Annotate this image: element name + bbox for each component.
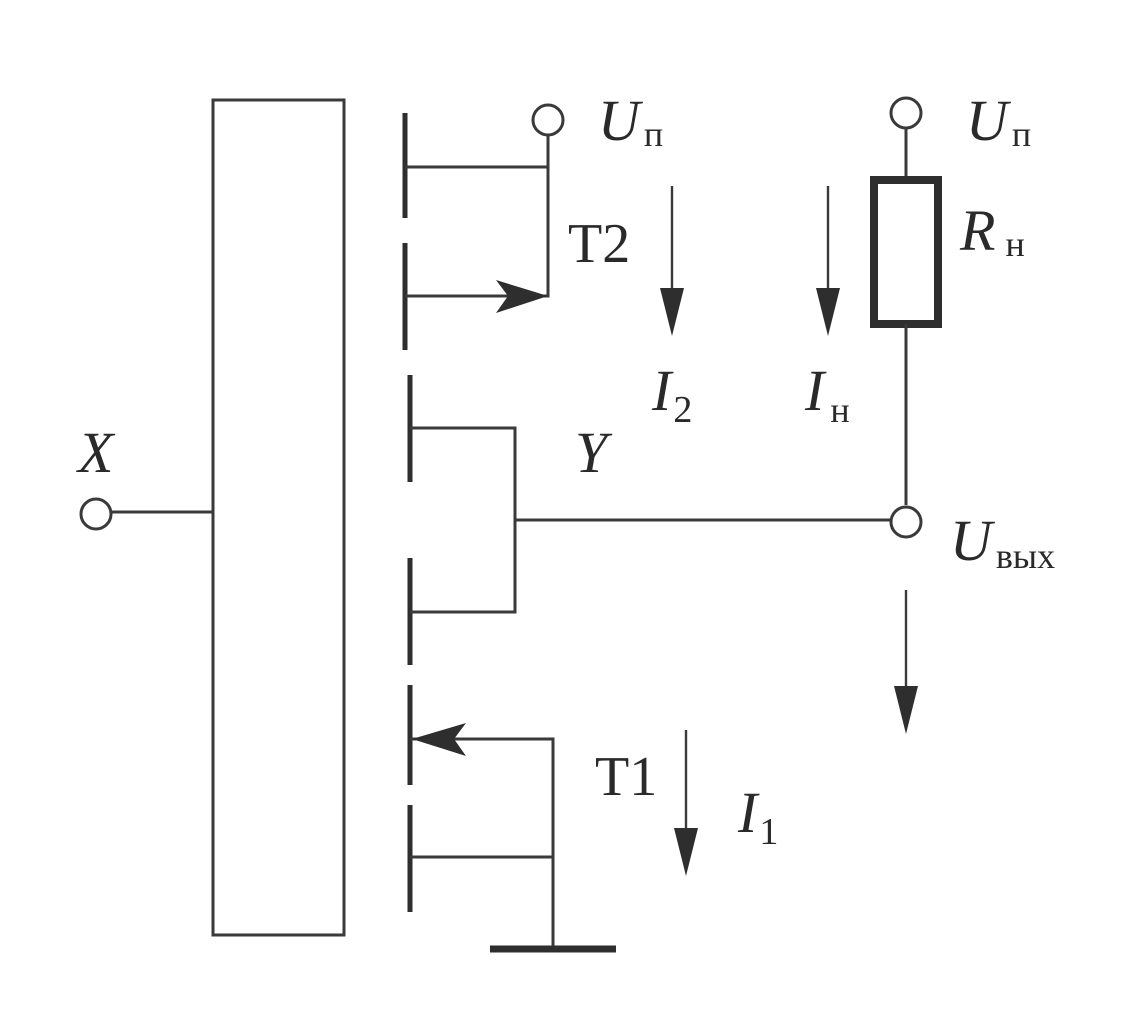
node-y-label: Y (575, 420, 613, 485)
driver-block (211, 98, 346, 937)
supply-terminal-right (889, 96, 923, 130)
output-terminal (889, 505, 923, 539)
input-terminal (79, 497, 113, 531)
current-i2-label: I2 (651, 358, 692, 431)
load-resistor (870, 176, 942, 328)
current-i1-label: I1 (737, 780, 778, 853)
t2-drain-wire (405, 167, 550, 298)
input-x-label: X (76, 420, 116, 485)
t1-arrowhead (412, 723, 466, 756)
transistor-t1-label: T1 (595, 746, 657, 808)
arrow-i2 (660, 186, 684, 336)
t1-drain-wire (410, 737, 555, 948)
transistor-t2-label: T2 (568, 213, 630, 275)
arrow-in (816, 186, 840, 336)
supply-terminal-left (531, 103, 565, 137)
y-upper-wire (410, 426, 517, 614)
arrow-out (894, 590, 918, 734)
t2-source-wire (405, 135, 550, 169)
arrow-i1 (674, 730, 698, 876)
t2-arrowhead (496, 280, 548, 313)
